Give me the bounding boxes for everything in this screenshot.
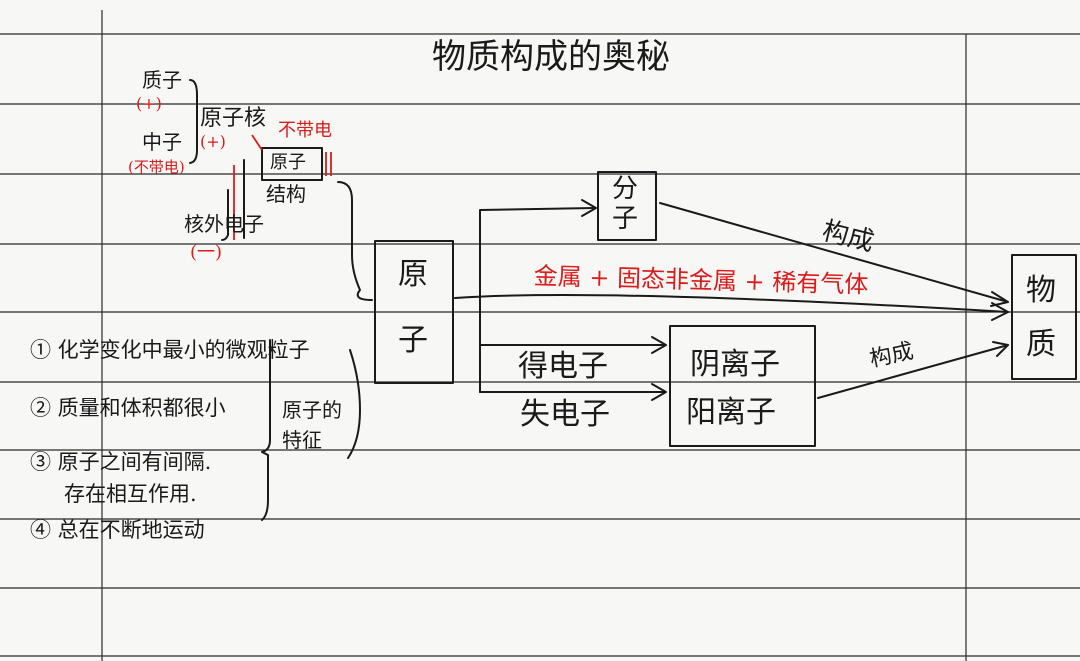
feature-1: ① 化学变化中最小的微观粒子 [30, 338, 310, 362]
atom-to-molecule-arrowhead [581, 199, 597, 217]
features-to-atom-brace [347, 349, 361, 459]
features-label-line1: 原子的 [282, 398, 342, 422]
nucleus-charge: (+) [200, 132, 226, 151]
atom-neutral-note: 不带电 [278, 120, 332, 141]
features-label-line2: 特征 [282, 428, 322, 452]
substance-node-line1: 物 [1026, 273, 1056, 308]
ruled-lines [0, 10, 1080, 661]
nucleus-label: 原子核 [200, 106, 267, 131]
feature-2: ② 质量和体积都很小 [30, 396, 226, 420]
atom-structure-box [261, 147, 323, 181]
structure-to-atom-brace [337, 181, 373, 301]
atom-to-molecule-path [479, 207, 595, 393]
neutron-label: 中子 [142, 130, 182, 154]
ion-to-substance-line [817, 344, 1009, 399]
lose-electron-label: 失电子 [520, 397, 610, 432]
electron-charge: (一) [190, 242, 223, 263]
atom-node-line1: 原 [398, 257, 428, 292]
gain-electron-label: 得电子 [518, 349, 608, 384]
diagram-ink [189, 79, 1077, 521]
feature-3-line1: ③ 原子之间有间隔. [30, 450, 212, 474]
molecule-box [597, 171, 657, 241]
ion-box [669, 325, 816, 447]
nucleus-bracket [189, 79, 198, 164]
molecule-to-substance-arrowhead [990, 291, 1009, 307]
molecule-to-substance-line [659, 202, 1009, 303]
ion-to-substance-arrowhead [992, 341, 1009, 357]
atom-structure-line1: 原子 [270, 152, 306, 173]
atom-box [374, 240, 454, 384]
feature-3-line2: 存在相互作用. [64, 482, 197, 506]
annotation-ink [233, 134, 332, 240]
electron-bracket [221, 189, 229, 241]
substance-box [1011, 254, 1077, 380]
red-link-to-box [251, 134, 263, 151]
electron-label: 核外电子 [184, 212, 264, 236]
gain-electron-arrowhead [651, 336, 667, 354]
proton-label: 质子 [142, 68, 182, 92]
atom-to-substance-line [454, 294, 1009, 313]
atom-structure-line2: 结构 [266, 182, 306, 206]
page-title: 物质构成的奥秘 [432, 37, 670, 77]
lose-electron-arrowhead [651, 383, 667, 401]
cation-node: 阳离子 [686, 395, 776, 430]
neutron-charge: (不带电) [128, 158, 185, 176]
substance-node-line2: 质 [1026, 327, 1056, 362]
anion-node: 阴离子 [690, 347, 780, 382]
molecule-node-line1: 分 [612, 174, 639, 204]
molecule-node-line2: 子 [612, 204, 639, 234]
proton-charge: (+) [136, 94, 162, 113]
atom-node-line2: 子 [398, 323, 428, 358]
feature-4: ④ 总在不断地运动 [30, 518, 205, 542]
atom-to-substance-arrowhead [991, 302, 1009, 321]
features-brace [261, 339, 271, 521]
